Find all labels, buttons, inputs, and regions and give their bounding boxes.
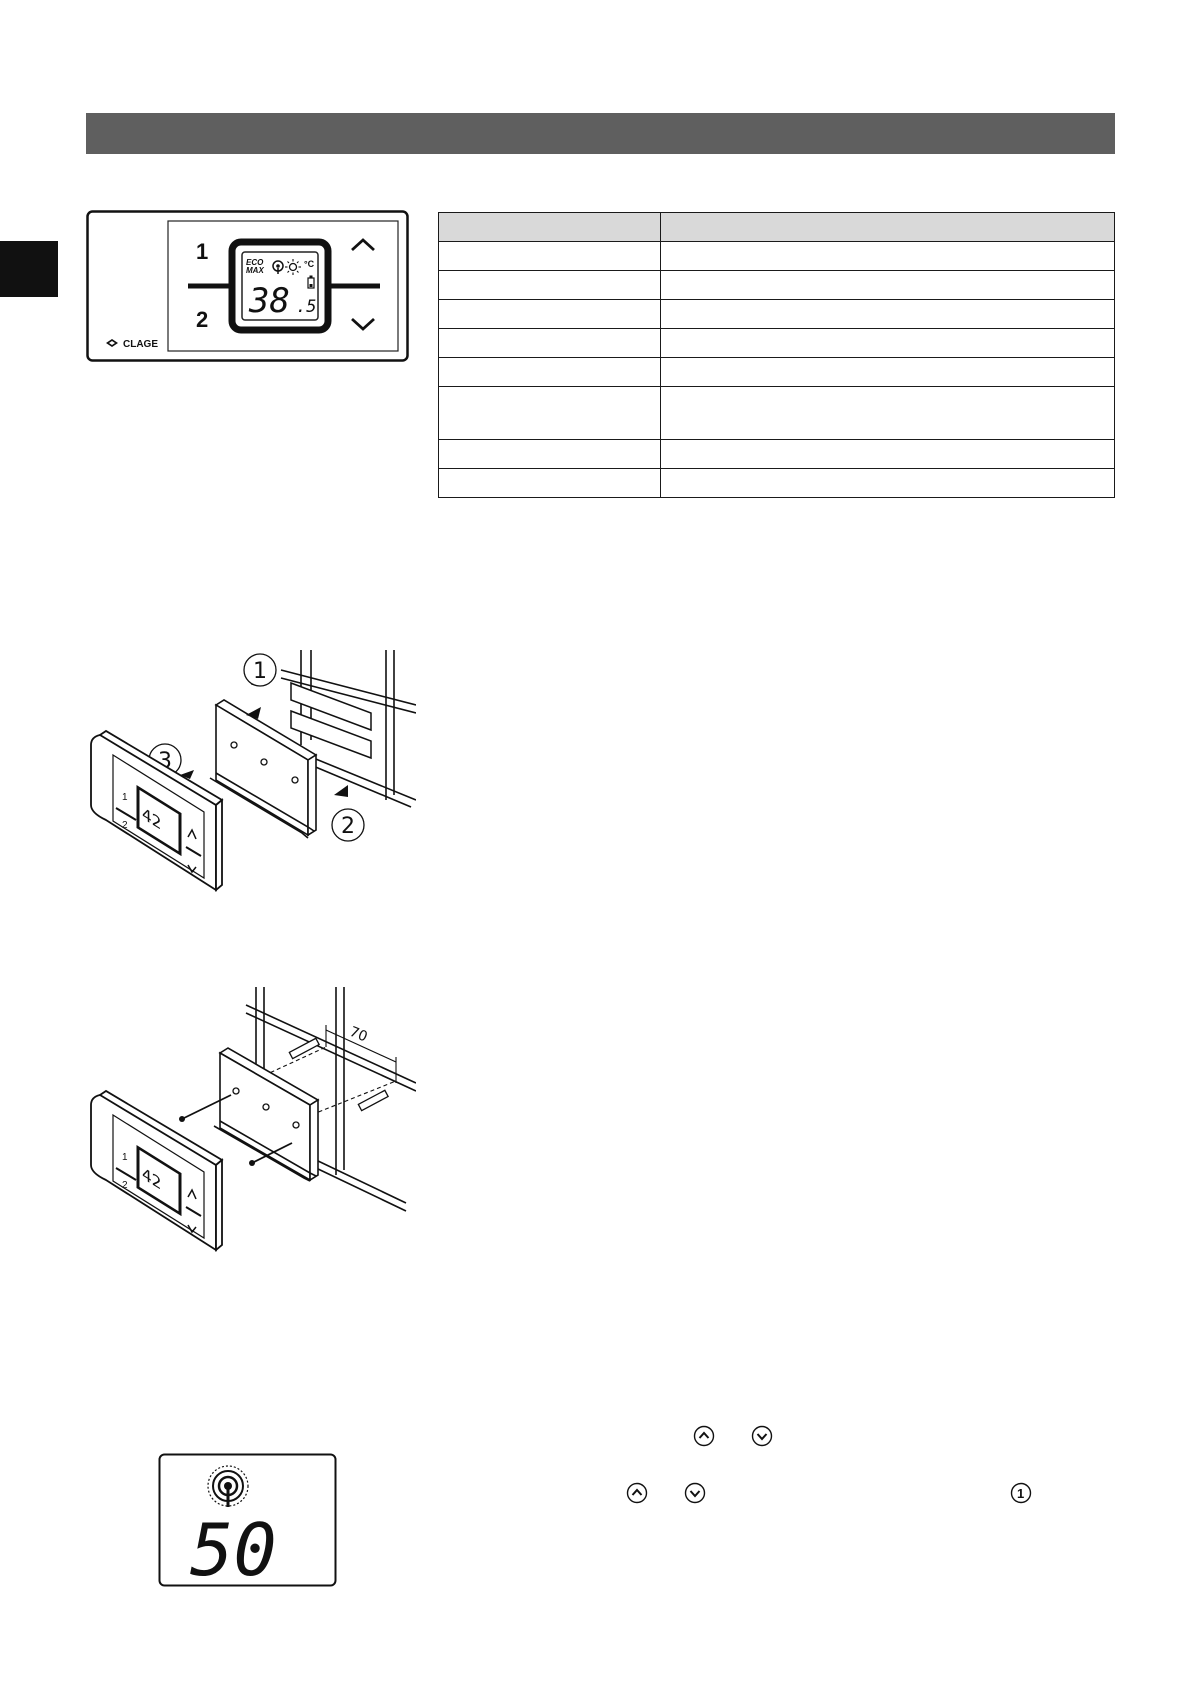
sun-icon <box>285 259 301 275</box>
up-arrow-icon <box>693 1425 715 1447</box>
adhesive-mounting-figure: 1 3 2 42 1 2 <box>90 650 416 892</box>
table-cell <box>660 328 1115 358</box>
table-cell <box>660 299 1115 329</box>
table-cell <box>438 439 661 469</box>
table-cell <box>438 241 661 271</box>
battery-icon <box>307 275 315 289</box>
display-mode-max: MAX <box>246 266 264 275</box>
down-arrow-icon <box>751 1425 773 1447</box>
table-row <box>438 328 1115 358</box>
display-frame <box>228 238 332 334</box>
table-cell <box>438 468 661 498</box>
specification-table <box>438 212 1115 498</box>
down-arrow-icon <box>684 1482 706 1504</box>
device-btn-2: 2 <box>122 820 128 831</box>
brand-label: CLAGE <box>123 339 158 350</box>
table-row <box>438 270 1115 300</box>
table-row <box>438 439 1115 469</box>
table-header-cell <box>438 212 661 242</box>
table-header-cell <box>660 212 1115 242</box>
table-row <box>438 299 1115 329</box>
pairing-display-value: 50 <box>190 1508 277 1588</box>
table-row <box>438 468 1115 498</box>
device-btn-1: 1 <box>122 792 128 803</box>
table-cell <box>438 270 661 300</box>
up-arrow-icon <box>351 238 375 252</box>
table-cell <box>438 386 661 440</box>
language-tab-marker <box>0 241 58 297</box>
table-cell <box>438 328 661 358</box>
display-temperature: 38 <box>248 281 290 321</box>
table-cell <box>660 468 1115 498</box>
step-marker-label: 1 <box>1017 1486 1024 1501</box>
step-1-label: 1 <box>253 659 267 684</box>
wireless-icon <box>272 260 284 274</box>
section-header-bar <box>86 113 1115 154</box>
screw-mounting-figure: 70 42 1 2 <box>90 987 416 1252</box>
remote-control-illustration: 1 2 ECO MAX °C 38 .5 CLAGE <box>86 210 409 362</box>
device-screen <box>136 785 182 857</box>
step-marker-icon: 1 <box>1010 1482 1032 1504</box>
display-unit: °C <box>304 259 315 269</box>
panel-button-1[interactable]: 1 <box>196 239 208 264</box>
device-btn-1: 1 <box>122 1152 128 1163</box>
clage-logo-icon <box>106 339 118 347</box>
table-row <box>438 386 1115 440</box>
down-arrow-icon <box>351 317 375 331</box>
dimension-label: 70 <box>347 1024 370 1046</box>
table-row <box>438 357 1115 387</box>
table-cell <box>438 357 661 387</box>
table-cell <box>660 241 1115 271</box>
table-cell <box>438 299 661 329</box>
table-cell <box>660 270 1115 300</box>
panel-button-2[interactable]: 2 <box>196 307 208 332</box>
device-screen <box>136 1145 182 1217</box>
table-cell <box>660 357 1115 387</box>
step-2-label: 2 <box>341 814 355 839</box>
table-row <box>438 241 1115 271</box>
table-header-row <box>438 212 1115 242</box>
up-arrow-icon <box>626 1482 648 1504</box>
display-temperature-decimal: .5 <box>296 297 316 317</box>
device-btn-2: 2 <box>122 1180 128 1191</box>
table-cell <box>660 439 1115 469</box>
pairing-display: 50 <box>158 1453 337 1588</box>
display-mode-eco: ECO <box>246 258 264 267</box>
table-cell <box>660 386 1115 440</box>
wireless-icon <box>207 1465 249 1507</box>
